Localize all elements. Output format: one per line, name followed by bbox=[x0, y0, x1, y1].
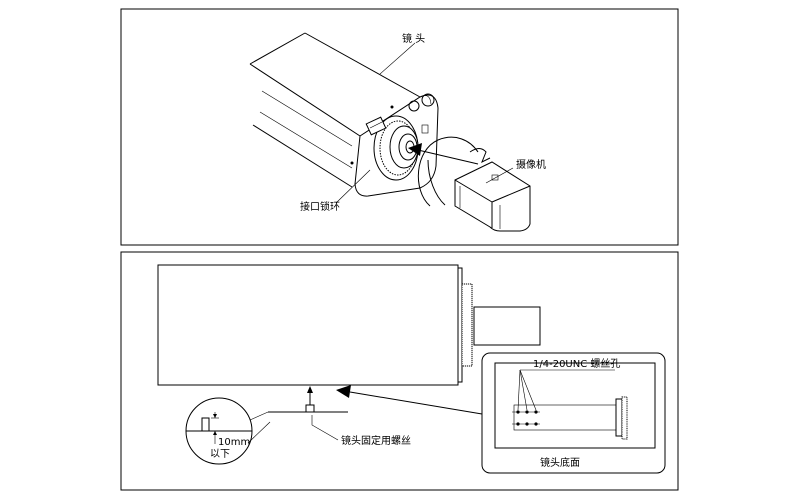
camera-block bbox=[454, 161, 531, 232]
mount-ring-label: 接口锁环 bbox=[300, 200, 340, 213]
fix-screw bbox=[305, 404, 315, 413]
lens-leader bbox=[379, 42, 416, 75]
side-view-housing bbox=[157, 264, 541, 386]
housing-knob-2 bbox=[421, 93, 435, 107]
rotation-arrow bbox=[417, 136, 491, 207]
insert-arrow bbox=[408, 143, 479, 165]
bottom-view-detail bbox=[481, 352, 666, 474]
side-camera bbox=[473, 306, 541, 346]
bottom-panel-frame bbox=[120, 251, 679, 491]
lens-bottom-label: 镜头底面 bbox=[540, 456, 580, 469]
lens-label: 镜 头 bbox=[402, 32, 425, 45]
top-panel: 镜 头 摄像机 接口锁环 bbox=[120, 8, 679, 246]
screw-hole-label: 1/4-20UNC 螺丝孔 bbox=[533, 358, 620, 370]
side-mount-ring bbox=[461, 283, 473, 367]
fix-screw-label: 镜头固定用螺丝 bbox=[341, 434, 411, 447]
housing-knob-1 bbox=[408, 100, 420, 112]
camera-label: 摄像机 bbox=[516, 158, 546, 171]
camera-leader bbox=[485, 167, 514, 184]
zoom-detail bbox=[185, 397, 271, 465]
bottom-panel: 10mm 以下 镜头固定用螺丝 1/4-20UNC bbox=[120, 251, 679, 491]
fix-screw-leader bbox=[311, 415, 339, 441]
mount-ring-leader bbox=[335, 169, 371, 204]
dim-value-label: 10mm bbox=[218, 437, 250, 448]
dim-below-label: 以下 bbox=[210, 449, 230, 460]
lens-housing bbox=[249, 32, 439, 197]
top-panel-frame bbox=[120, 8, 679, 246]
detail-arrow bbox=[349, 391, 483, 415]
mount-lock-ring bbox=[365, 115, 419, 181]
